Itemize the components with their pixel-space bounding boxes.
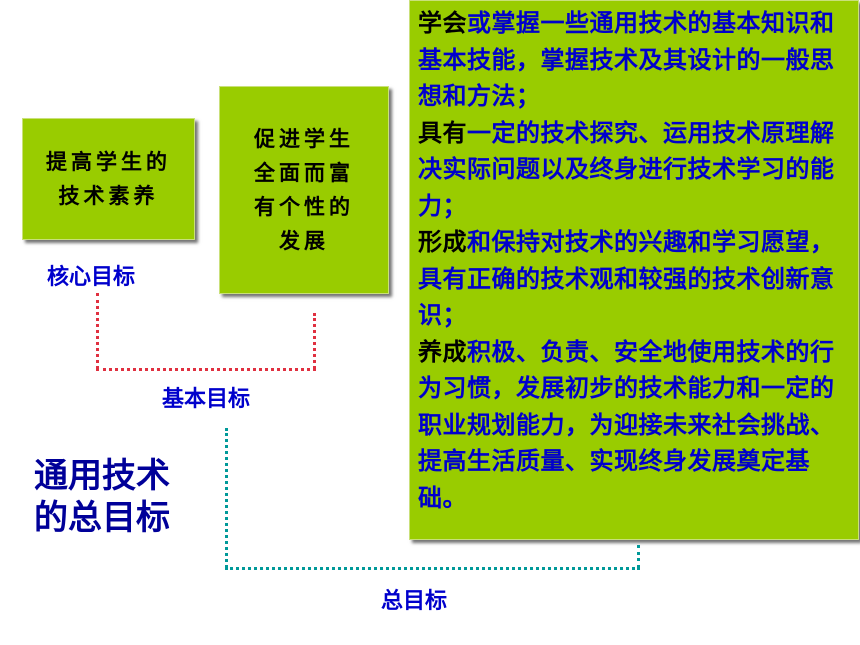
goal-item-learn: 学会或掌握一些通用技术的基本知识和基本技能，掌握技术及其设计的一般思想和方法； — [418, 5, 852, 115]
red-connector-bottom — [96, 368, 316, 371]
goal-text: 或掌握一些通用技术的基本知识和基本技能，掌握技术及其设计的一般思想和方法； — [418, 9, 835, 110]
red-connector-left — [96, 293, 99, 369]
core-goal-line-2: 技术素养 — [58, 183, 159, 208]
page-title-line-2: 的总目标 — [34, 498, 170, 538]
goal-keyword: 养成 — [418, 337, 467, 366]
core-goal-box: 提高学生的 技术素养 — [22, 118, 195, 240]
development-line-4: 发展 — [279, 228, 329, 253]
goal-keyword: 形成 — [418, 228, 467, 256]
teal-connector-right — [637, 545, 640, 568]
basic-goal-label: 基本目标 — [162, 387, 251, 412]
red-connector-right — [313, 313, 316, 369]
goal-text: 一定的技术探究、运用技术原理解决实际问题以及终身进行技术学习的能力； — [418, 118, 835, 220]
development-line-3: 有个性的 — [254, 194, 354, 219]
core-goal-label: 核心目标 — [47, 265, 136, 290]
goal-text: 积极、负责、安全地使用技术的行为习惯，发展初步的技术能力和一定的职业规划能力，为… — [418, 337, 835, 512]
core-goal-line-1: 提高学生的 — [46, 149, 171, 174]
page-title: 通用技术 的总目标 — [34, 455, 170, 539]
development-line-2: 全面而富 — [254, 160, 354, 185]
goal-keyword: 具有 — [418, 118, 467, 147]
development-line-1: 促进学生 — [254, 126, 354, 151]
goal-text: 和保持对技术的兴趣和学习愿望，具有正确的技术观和较强的技术创新意识； — [418, 228, 835, 329]
goal-keyword: 学会 — [418, 9, 467, 37]
overall-goals-box: 学会或掌握一些通用技术的基本知识和基本技能，掌握技术及其设计的一般思想和方法； … — [409, 0, 859, 540]
page-title-line-1: 通用技术 — [34, 456, 170, 496]
overall-goal-label: 总目标 — [381, 589, 448, 614]
development-goal-box: 促进学生 全面而富 有个性的 发展 — [219, 86, 389, 294]
teal-connector-bottom — [225, 567, 640, 570]
goal-item-form: 形成和保持对技术的兴趣和学习愿望，具有正确的技术观和较强的技术创新意识； — [418, 224, 852, 334]
goal-item-cultivate: 养成积极、负责、安全地使用技术的行为习惯，发展初步的技术能力和一定的职业规划能力… — [418, 334, 852, 517]
goal-item-have: 具有一定的技术探究、运用技术原理解决实际问题以及终身进行技术学习的能力； — [418, 115, 852, 225]
teal-connector-left — [225, 428, 228, 568]
